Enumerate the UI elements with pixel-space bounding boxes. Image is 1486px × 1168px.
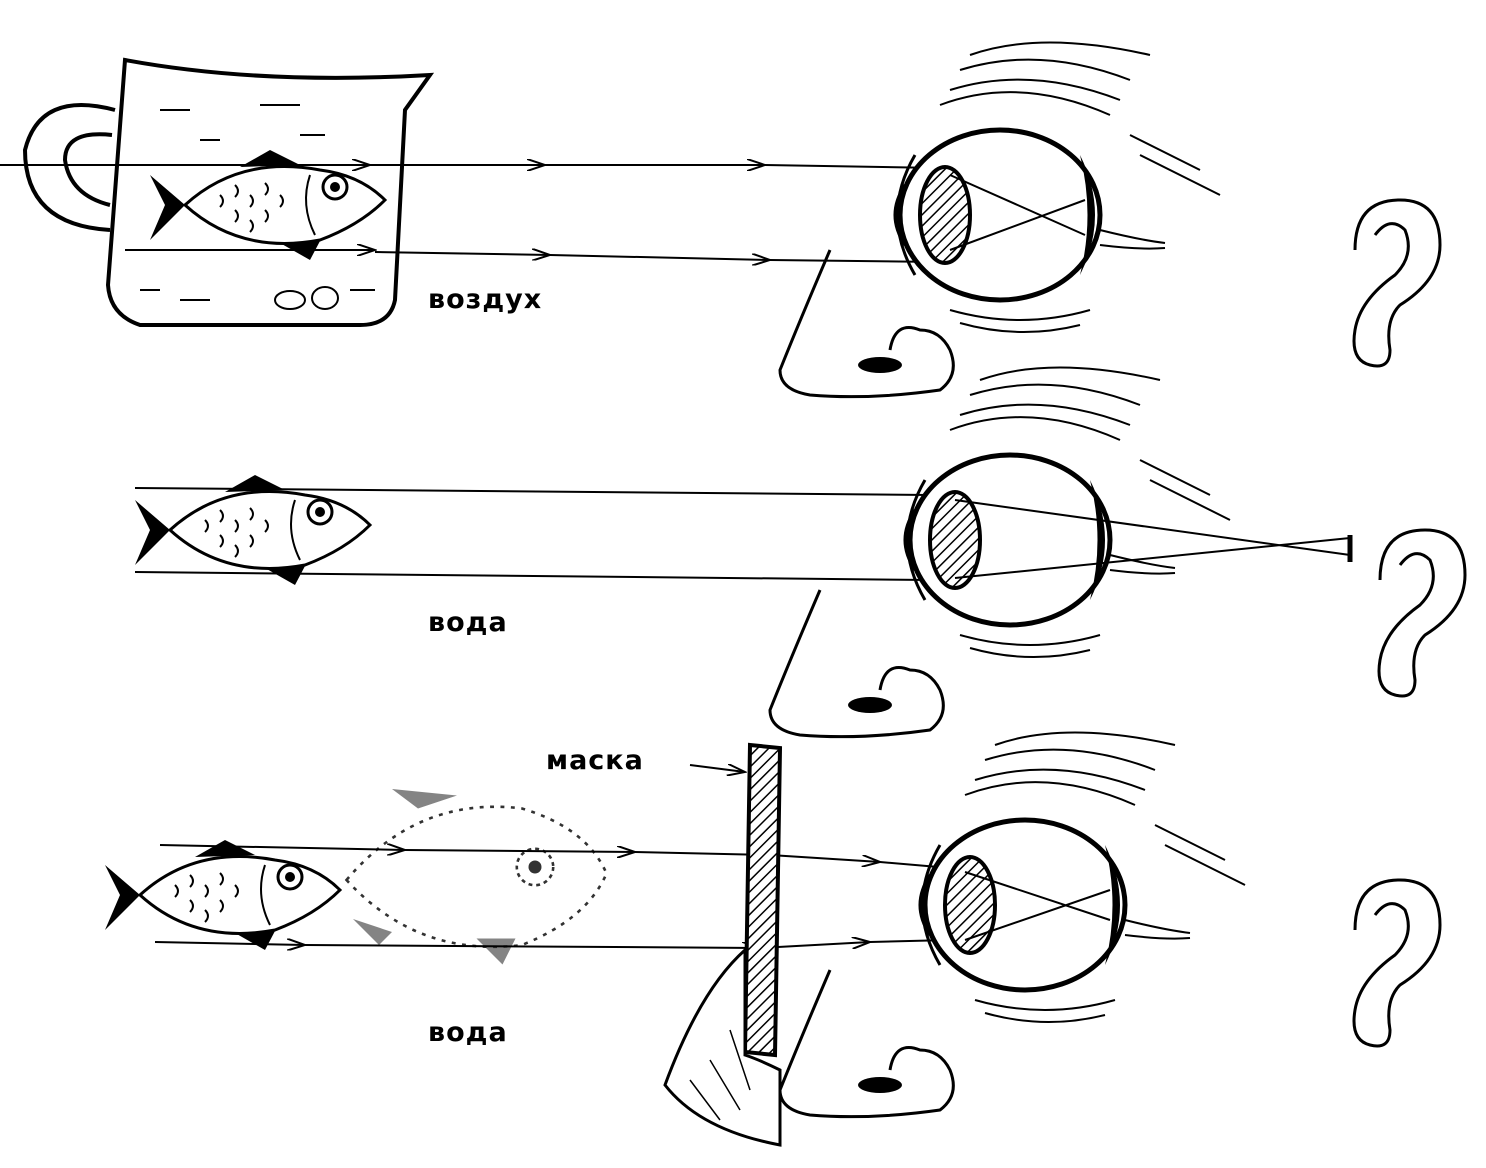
panel-mask xyxy=(103,733,1442,1147)
ear-icon xyxy=(1377,528,1467,698)
label-water-2: вода xyxy=(428,1017,508,1048)
fish-icon xyxy=(103,838,342,952)
label-air: воздух xyxy=(428,284,543,315)
mask-frame xyxy=(663,946,782,1147)
nose-icon xyxy=(768,588,945,739)
label-mask: маска xyxy=(546,745,644,776)
mask-glass xyxy=(742,742,783,1058)
eye-icon xyxy=(920,733,1245,1023)
ear-icon xyxy=(1352,878,1442,1048)
nose-icon xyxy=(778,968,955,1119)
blurred-fish-image xyxy=(344,789,608,965)
eye-icon xyxy=(895,43,1220,333)
jug-handle xyxy=(22,103,116,232)
label-water-1: вода xyxy=(428,607,508,638)
eye-icon xyxy=(905,368,1230,658)
ear-icon xyxy=(1352,198,1442,368)
fish-icon xyxy=(133,473,372,587)
panel-water xyxy=(133,368,1467,739)
panel-air xyxy=(0,43,1442,399)
